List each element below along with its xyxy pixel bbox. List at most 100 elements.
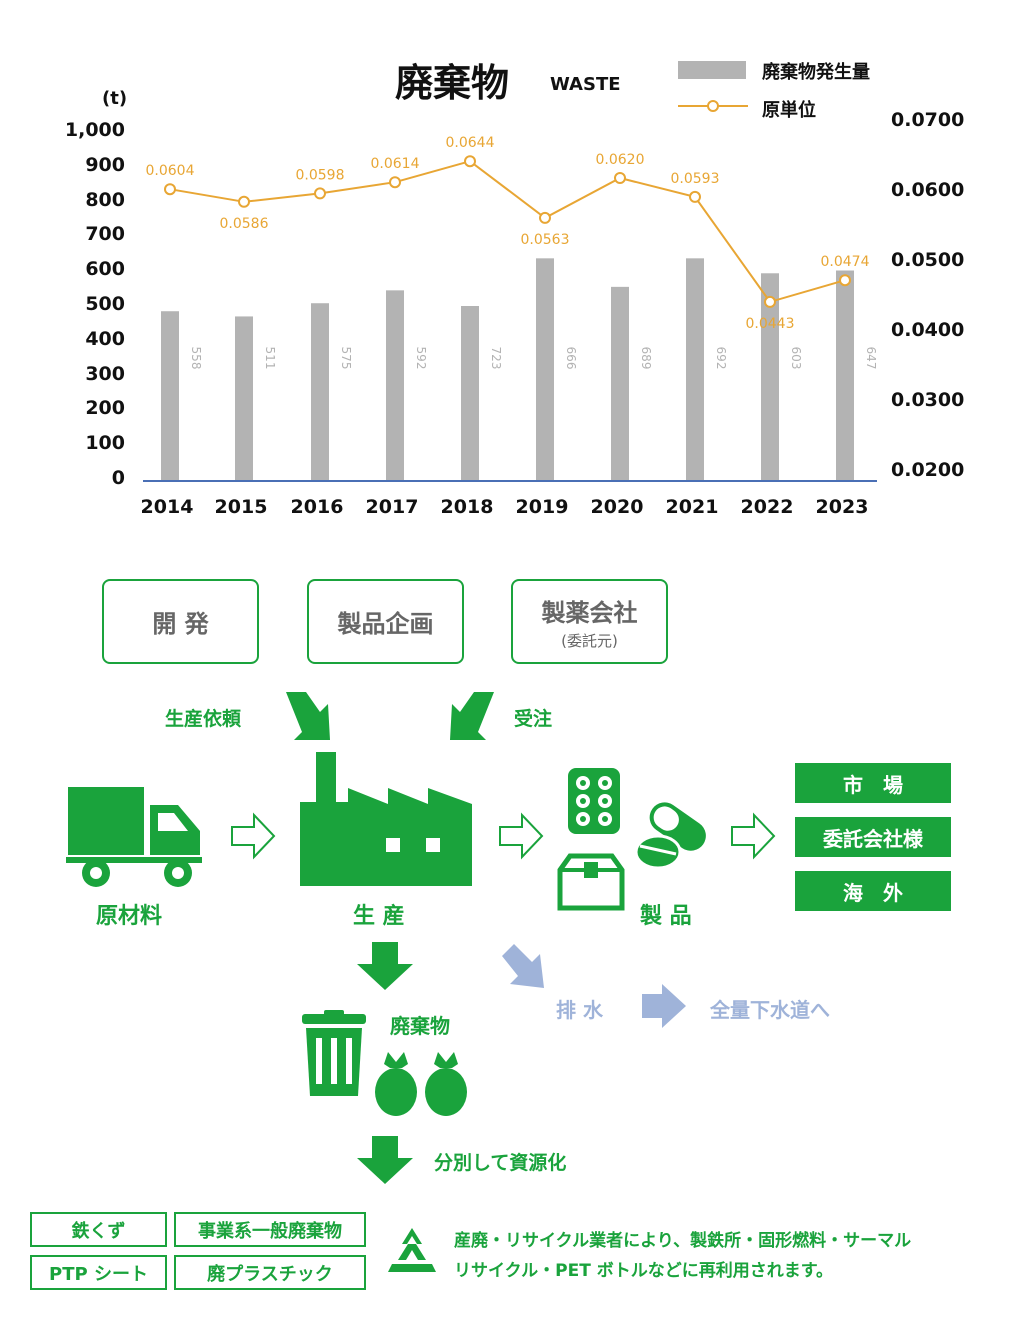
- legend-line-swatch: [678, 100, 748, 112]
- category-waste-plastic-label: 廃プラスチック: [207, 1263, 333, 1285]
- x-tick-label: 2017: [365, 496, 419, 518]
- trash-can-icon: [302, 1010, 366, 1096]
- legend-bar-swatch: [678, 61, 746, 79]
- y-tick-label: 700: [85, 223, 125, 246]
- y-tick-label: 1,000: [64, 119, 125, 141]
- bar-2022: [761, 273, 779, 480]
- box-development: 開 発: [102, 579, 259, 664]
- bar-value-label: 689: [639, 347, 653, 370]
- x-tick-label: 2016: [290, 496, 344, 518]
- y-tick-label: 400: [85, 327, 125, 350]
- category-scrap-iron: 鉄くず: [30, 1212, 167, 1247]
- category-ptp-sheet: PTP シート: [30, 1255, 167, 1290]
- capsule-tablet-icon: [634, 802, 706, 870]
- outlet-contract-clients: 委託会社様: [795, 817, 951, 857]
- x-tick-label: 2023: [815, 496, 869, 518]
- bar-value-label: 575: [339, 347, 353, 370]
- bar-2020: [611, 286, 629, 480]
- recycle-icon: [388, 1228, 436, 1272]
- legend-line-label: 原単位: [762, 100, 816, 121]
- x-tick-label: 2020: [590, 496, 644, 518]
- y-tick-label: 0: [111, 467, 125, 489]
- factory-icon: [300, 752, 472, 886]
- x-tick-label: 2018: [440, 496, 494, 518]
- line-value-label: 0.0604: [146, 163, 195, 179]
- x-tick-label: 2019: [515, 496, 569, 518]
- bar-value-label: 592: [414, 347, 428, 370]
- bar-2017: [386, 290, 404, 480]
- y2-tick-label: 0.0300: [891, 389, 965, 411]
- category-ptp-sheet-label: PTP シート: [49, 1263, 148, 1285]
- waste-label: 廃棄物: [390, 1014, 450, 1038]
- outlet-overseas: 海 外: [795, 871, 951, 911]
- category-scrap-iron-label: 鉄くず: [71, 1220, 126, 1242]
- category-waste-plastic: 廃プラスチック: [174, 1255, 366, 1290]
- line-series: [169, 160, 846, 304]
- box-pharma-company: 製薬会社 (委託元): [511, 579, 668, 664]
- line-value-label: 0.0593: [671, 171, 720, 187]
- y-unit-label: (t): [102, 88, 128, 109]
- line-value-label: 0.0474: [821, 254, 870, 270]
- bar-2018: [461, 306, 479, 480]
- package-box-icon: [557, 853, 625, 911]
- y-tick-label: 500: [85, 293, 125, 315]
- note-line-1: 産廃・リサイクル業者により、製鉄所・固形燃料・サーマル: [454, 1231, 912, 1251]
- x-tick-label: 2015: [214, 496, 268, 518]
- garbage-bags-icon: [375, 1052, 467, 1116]
- chart-subtitle: WASTE: [550, 74, 621, 95]
- category-general-business-waste-label: 事業系一般廃棄物: [198, 1220, 342, 1242]
- x-tick-label: 2014: [140, 496, 194, 518]
- bar-2015: [235, 316, 253, 480]
- box-product-planning: 製品企画: [307, 579, 464, 664]
- arrow-down-right-icon: [286, 692, 330, 740]
- y2-tick-label: 0.0500: [891, 249, 965, 271]
- truck-icon: [66, 787, 202, 887]
- line-value-label: 0.0598: [296, 167, 345, 183]
- chart-title: 廃棄物: [395, 61, 510, 105]
- raw-materials-label: 原材料: [96, 904, 163, 929]
- bar-2019: [536, 258, 554, 480]
- bar-2016: [311, 303, 329, 480]
- box-pharma-company-sub: (委託元): [561, 631, 618, 650]
- arrow-down-right-blue-icon: [502, 944, 544, 988]
- outline-arrow-right-icon: [731, 812, 776, 860]
- arrow-right-blue-icon: [642, 984, 686, 1028]
- bar-value-label: 723: [489, 347, 503, 370]
- y-tick-label: 300: [85, 362, 125, 385]
- legend-bar-label: 廃棄物発生量: [762, 62, 870, 83]
- outlet-market-label: 市 場: [843, 772, 903, 797]
- arrow-down-left-icon: [450, 692, 494, 740]
- bar-value-label: 647: [864, 347, 878, 370]
- request-label: 生産依頼: [165, 708, 242, 730]
- bar-value-label: 666: [564, 347, 578, 370]
- line-point-2015: [238, 195, 250, 208]
- outlet-market: 市 場: [795, 763, 951, 803]
- line-point-2019: [539, 211, 551, 224]
- x-tick-label: 2022: [740, 496, 794, 518]
- drain-label: 排 水: [556, 998, 603, 1022]
- line-point-2018: [464, 155, 476, 168]
- box-development-label: 開 発: [152, 610, 209, 638]
- line-value-label: 0.0644: [446, 135, 495, 151]
- y-tick-label: 900: [85, 153, 125, 176]
- line-point-2017: [389, 176, 401, 189]
- line-point-2014: [164, 183, 176, 196]
- bar-value-label: 692: [714, 347, 728, 370]
- order-label: 受注: [514, 708, 553, 730]
- outlet-contract-clients-label: 委託会社様: [823, 826, 923, 851]
- products-label: 製 品: [640, 904, 692, 929]
- note-line-2: リサイクル・PET ボトルなどに再利用されます。: [454, 1261, 834, 1281]
- y2-tick-label: 0.0200: [891, 459, 965, 481]
- y-tick-label: 100: [85, 432, 125, 455]
- line-point-2023: [839, 274, 851, 287]
- production-label: 生 産: [353, 904, 405, 929]
- y2-tick-label: 0.0700: [891, 109, 965, 131]
- line-point-2016: [314, 187, 326, 200]
- bar-value-label: 511: [263, 347, 277, 370]
- y-tick-label: 600: [85, 258, 125, 281]
- line-value-label: 0.0443: [746, 316, 795, 332]
- bar-2014: [161, 311, 179, 480]
- sorting-label: 分別して資源化: [434, 1152, 567, 1174]
- outlet-overseas-label: 海 外: [843, 880, 903, 905]
